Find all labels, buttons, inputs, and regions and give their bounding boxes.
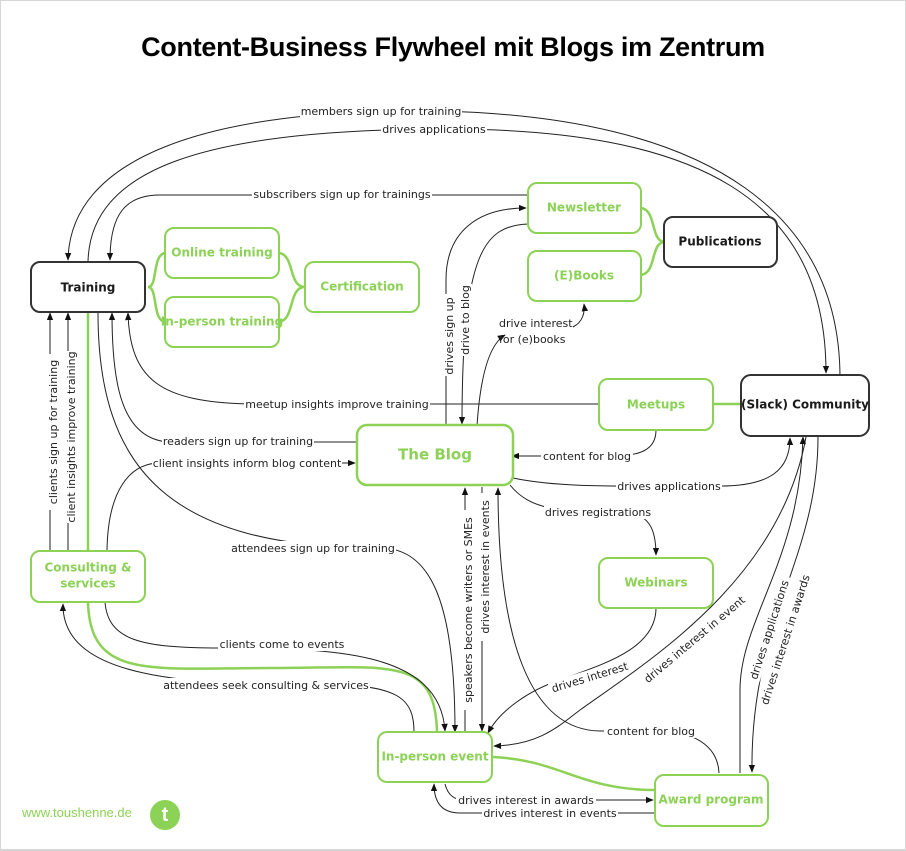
edge-drive-to-blog <box>458 223 529 425</box>
node-award-program-label: Award program <box>658 793 763 807</box>
brace-ebooks-pub <box>640 240 666 277</box>
toushenne-logo-icon: t <box>150 800 180 830</box>
label-drives-interest-webinars: drives interest <box>550 660 630 696</box>
node-community[interactable]: (Slack) Community <box>740 374 870 437</box>
node-consulting-label-1: Consulting & <box>44 561 131 575</box>
node-certification-label: Certification <box>320 280 403 294</box>
label-members-signup: members sign up for training <box>301 105 462 118</box>
brace-training-inperson <box>147 285 166 324</box>
node-consulting-label-2: services <box>60 577 116 591</box>
link-consulting-event <box>86 601 439 733</box>
label-drives-applications-blog: drives applications <box>617 480 721 493</box>
node-inperson-event[interactable]: In-person event <box>377 731 493 783</box>
label-content-blog-award: content for blog <box>607 725 695 738</box>
node-consulting[interactable]: Consulting & services <box>30 550 146 603</box>
edge-drive-interest-ebooks-a <box>476 334 506 427</box>
node-meetups[interactable]: Meetups <box>598 378 714 431</box>
brace-training-online <box>147 251 166 289</box>
label-meetup-insights: meetup insights improve training <box>245 398 428 411</box>
edge-client-insights-blog <box>106 459 356 551</box>
edge-drive-interest-ebooks-b <box>572 303 589 328</box>
brace-online-cert <box>278 251 306 289</box>
label-subscribers-signup: subscribers sign up for trainings <box>253 188 430 201</box>
node-newsletter-label: Newsletter <box>547 201 621 215</box>
node-ebooks-label: (E)Books <box>554 269 614 283</box>
edge-drives-applications-award <box>739 436 807 773</box>
label-drives-applications-top: drives applications <box>382 123 486 136</box>
edge-meetup-insights <box>125 312 600 405</box>
label-clients-signup: clients sign up for training <box>47 360 60 504</box>
label-client-insights-blog: client insights inform blog content <box>153 457 342 470</box>
edge-drives-interest-event-comm <box>493 436 807 750</box>
node-inperson-training-label: In-person training <box>161 315 283 329</box>
edge-drives-sign-up <box>445 204 527 426</box>
node-webinars-label: Webinars <box>624 576 687 590</box>
node-inperson-event-label: In-person event <box>381 750 488 764</box>
node-webinars[interactable]: Webinars <box>598 557 714 609</box>
node-newsletter[interactable]: Newsletter <box>527 182 642 234</box>
node-inperson-training[interactable]: In-person training <box>161 296 283 348</box>
green-connectors <box>86 206 740 792</box>
node-blog[interactable]: The Blog <box>355 423 515 487</box>
label-drives-registrations: drives registrations <box>545 506 652 519</box>
brace-newsletter-pub <box>640 206 666 244</box>
label-drive-interest-ebooks-1: drive interest <box>499 317 573 330</box>
label-speakers-writers: speakers become writers or SMEs <box>462 517 475 703</box>
label-drives-interest-awards: drives interest in awards <box>458 794 594 807</box>
label-drive-interest-ebooks-2: for (e)books <box>499 333 566 346</box>
node-online-training-label: Online training <box>171 246 272 260</box>
edge-drives-interest-events <box>430 783 655 814</box>
edge-content-blog-award <box>494 487 720 774</box>
edge-readers-signup <box>108 312 357 443</box>
node-training-label: Training <box>61 281 116 295</box>
node-online-training[interactable]: Online training <box>164 227 280 279</box>
label-drive-to-blog: drive to blog <box>459 285 472 355</box>
label-clients-come: clients come to events <box>220 638 345 651</box>
node-blog-label: The Blog <box>398 446 472 464</box>
label-readers-signup: readers sign up for training <box>163 435 313 448</box>
label-attendees-seek: attendees seek consulting & services <box>163 679 369 692</box>
link-event-award <box>492 755 656 792</box>
node-publications[interactable]: Publications <box>663 216 778 268</box>
brace-inperson-cert <box>278 285 306 324</box>
edge-subscribers-signup <box>106 194 528 261</box>
node-community-label: (Slack) Community <box>741 398 869 412</box>
node-certification[interactable]: Certification <box>304 261 420 313</box>
label-drives-sign-up: drives sign up <box>443 297 456 374</box>
node-ebooks[interactable]: (E)Books <box>527 250 642 302</box>
node-meetups-label: Meetups <box>627 398 685 412</box>
node-publications-label: Publications <box>678 235 761 249</box>
footer-url[interactable]: www.toushenne.de <box>22 805 132 820</box>
diagram-title: Content-Business Flywheel mit Blogs im Z… <box>141 32 765 62</box>
label-drives-interest-events-blog: drives interest in events <box>479 500 492 634</box>
label-content-blog-meetups: content for blog <box>543 450 631 463</box>
edge-drives-registrations <box>509 484 660 556</box>
node-award-program[interactable]: Award program <box>654 774 769 827</box>
label-drives-interest-events: drives interest in events <box>483 807 617 820</box>
node-training[interactable]: Training <box>30 261 146 313</box>
label-attendees-signup: attendees sign up for training <box>231 542 395 555</box>
label-client-insights-training: client insights improve training <box>65 351 78 522</box>
